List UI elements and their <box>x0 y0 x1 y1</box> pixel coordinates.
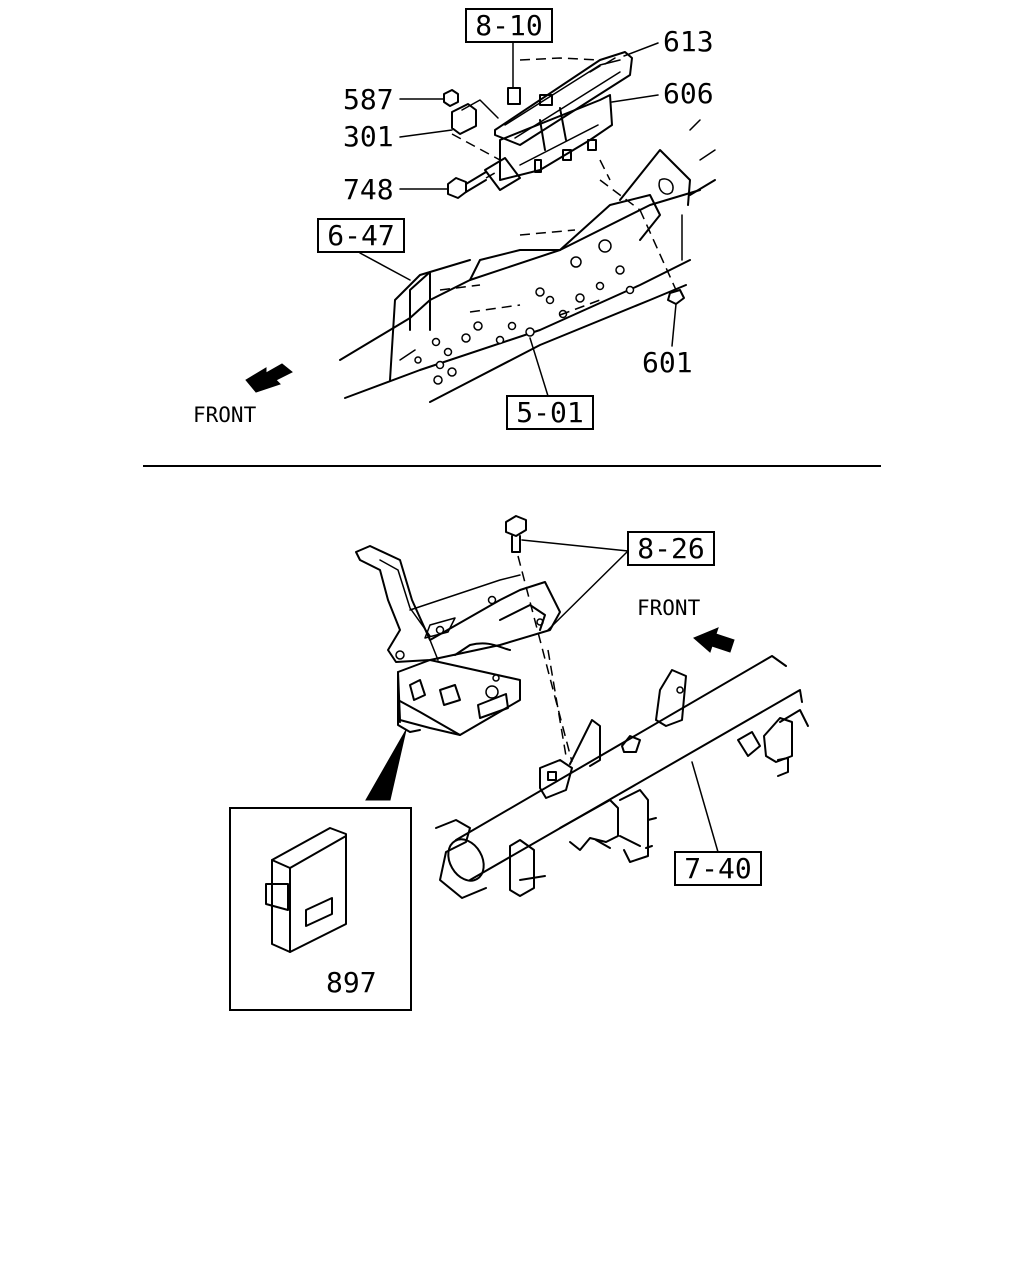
front-label-top: FRONT <box>193 403 257 427</box>
part-number-301: 301 <box>343 120 394 153</box>
bottom-diagram: 8-26 7-40 897 FRONT <box>229 515 809 1011</box>
bolt-assembly <box>505 515 573 763</box>
ref-label-6-47: 6-47 <box>327 219 394 252</box>
control-unit-bracket <box>355 545 561 736</box>
part-number-613: 613 <box>663 25 714 58</box>
part-number-748: 748 <box>343 173 394 206</box>
ref-box-6-47: 6-47 <box>317 218 405 253</box>
front-arrow-icon <box>693 627 735 653</box>
inset-box <box>229 807 412 1011</box>
ref-box-5-01: 5-01 <box>506 395 594 430</box>
ref-label-7-40: 7-40 <box>684 852 751 885</box>
ref-label-5-01: 5-01 <box>516 396 583 429</box>
ref-box-8-10: 8-10 <box>465 8 553 43</box>
part-number-601: 601 <box>642 346 693 379</box>
part-number-897: 897 <box>326 966 377 999</box>
part-number-606: 606 <box>663 77 714 110</box>
frame-holes <box>414 239 635 385</box>
part-number-587: 587 <box>343 83 394 116</box>
front-label-bottom: FRONT <box>637 596 701 620</box>
ref-box-8-26: 8-26 <box>627 531 715 566</box>
frame-rail <box>339 119 716 403</box>
ref-label-8-26: 8-26 <box>637 532 704 565</box>
top-diagram: 8-10 6-47 5-01 613 606 587 301 748 601 F… <box>193 8 716 430</box>
front-arrow-icon <box>245 363 293 393</box>
cross-member <box>435 655 809 899</box>
relay-bracket-assembly <box>439 51 685 316</box>
inset-pointer <box>365 729 407 801</box>
ref-box-7-40: 7-40 <box>674 851 762 886</box>
top-leader-lines <box>359 41 677 397</box>
ref-label-8-10: 8-10 <box>475 9 542 42</box>
